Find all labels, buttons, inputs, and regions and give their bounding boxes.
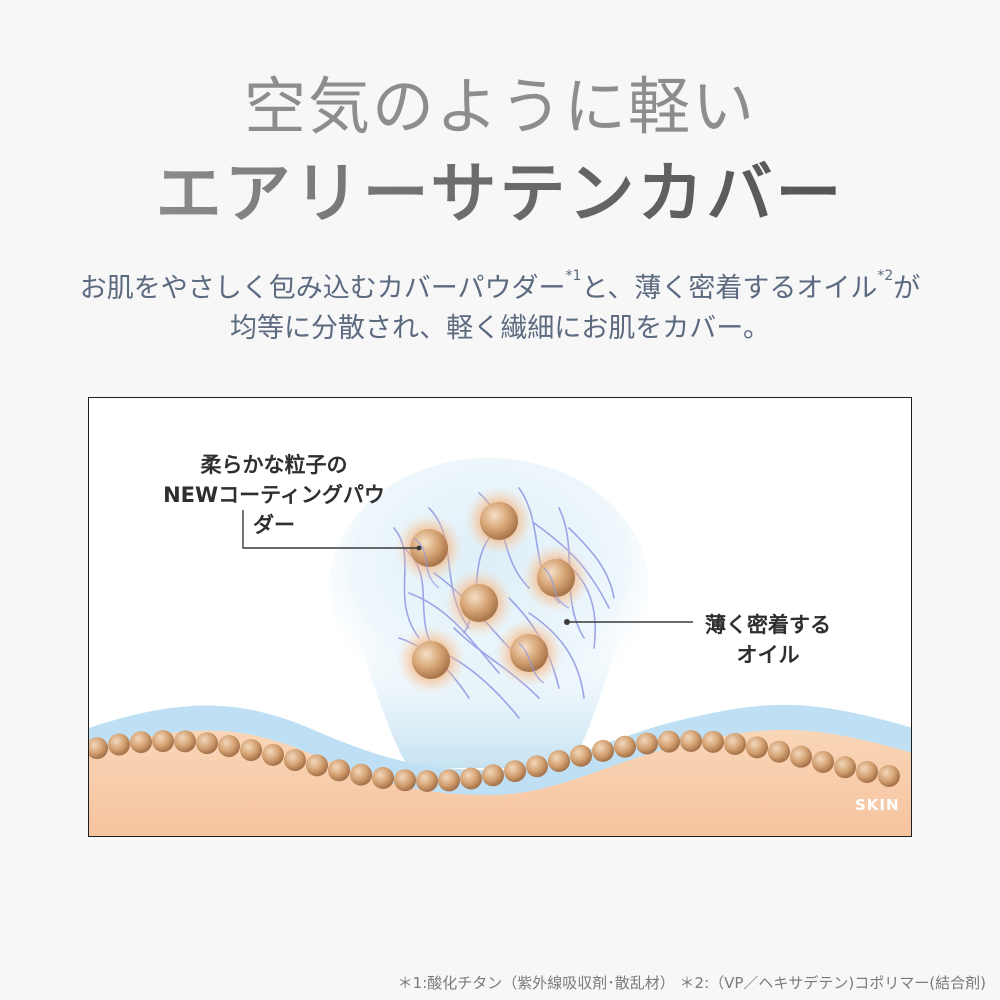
- skin-bead: [658, 730, 680, 753]
- skin-bead: [108, 733, 130, 756]
- description-text-a: お肌をやさしく包み込むカバーパウダー: [79, 273, 566, 304]
- skin-bead: [790, 745, 812, 768]
- skin-bead: [438, 769, 460, 792]
- oil-pointer-dot: [564, 619, 570, 625]
- description-text-c: が: [893, 273, 921, 304]
- powder-label: 柔らかな粒子の NEWコーティングパウダー: [159, 450, 389, 540]
- skin-bead: [614, 735, 636, 758]
- skin-bead: [372, 766, 394, 789]
- oil-label-line2: オイル: [736, 643, 800, 667]
- footnote: ＊1:酸化チタン（紫外線吸収剤･散乱材） ＊2:（VP／ヘキサデテン)コポリマー…: [397, 974, 986, 992]
- skin-bead: [460, 767, 482, 790]
- description-line2: 均等に分散され、軽く繊細にお肌をカバー。: [230, 313, 770, 344]
- skin-bead: [240, 739, 262, 762]
- powder-particles: [410, 502, 575, 679]
- skin-bead: [174, 730, 196, 753]
- skin-bead: [196, 732, 218, 755]
- skin-bead: [328, 759, 350, 782]
- skin-bead: [504, 760, 526, 783]
- skin-bead: [768, 740, 790, 763]
- skin-bead: [350, 763, 372, 786]
- skin-bead: [416, 769, 438, 792]
- description-line1: お肌をやさしく包み込むカバーパウダー*1と、薄く密着するオイル*2が: [0, 266, 1000, 305]
- skin-bead: [218, 735, 240, 758]
- description-text-b: と、薄く密着するオイル: [581, 273, 878, 304]
- skin-bead: [680, 730, 702, 753]
- skin-bead: [89, 737, 108, 760]
- skin-bead: [746, 736, 768, 759]
- footnote-marker-1: *1: [565, 268, 582, 284]
- page-title-line1: 空気のように軽い: [243, 70, 756, 143]
- footnote-marker-2: *2: [877, 268, 894, 284]
- skin-bead: [702, 730, 724, 753]
- powder-label-line2: NEWコーティングパウダー: [163, 483, 385, 537]
- oil-label-line1: 薄く密着する: [705, 613, 831, 637]
- skin-bead: [526, 755, 548, 778]
- skin-bead-chain: [89, 730, 900, 792]
- skin-label: SKIN: [855, 796, 900, 814]
- page-title-line2: エアリーサテンカバー: [0, 140, 1000, 236]
- diagram-illustration: [89, 458, 911, 836]
- skin-bead: [812, 750, 834, 773]
- skin-bead: [878, 764, 900, 787]
- leader-lines: [242, 510, 693, 623]
- powder-label-line1: 柔らかな粒子の: [200, 453, 348, 477]
- oil-label: 薄く密着する オイル: [693, 610, 843, 670]
- skin-bead: [856, 760, 878, 783]
- skin-bead: [592, 739, 614, 762]
- skin-bead: [394, 769, 416, 792]
- skin-bead: [548, 750, 570, 772]
- skin-bead: [636, 732, 658, 755]
- skin-bead: [130, 731, 152, 754]
- diagram-panel: 柔らかな粒子の NEWコーティングパウダー 薄く密着する オイル SKIN: [88, 397, 912, 837]
- skin-bead: [306, 754, 328, 777]
- skin-bead: [834, 756, 856, 779]
- skin-bead: [262, 743, 284, 766]
- skin-bead: [724, 733, 746, 756]
- skin-bead: [152, 730, 174, 753]
- skin-bead: [570, 744, 592, 767]
- skin-bead: [482, 764, 504, 787]
- powder-pointer-dot: [416, 545, 422, 551]
- skin-bead: [284, 749, 306, 772]
